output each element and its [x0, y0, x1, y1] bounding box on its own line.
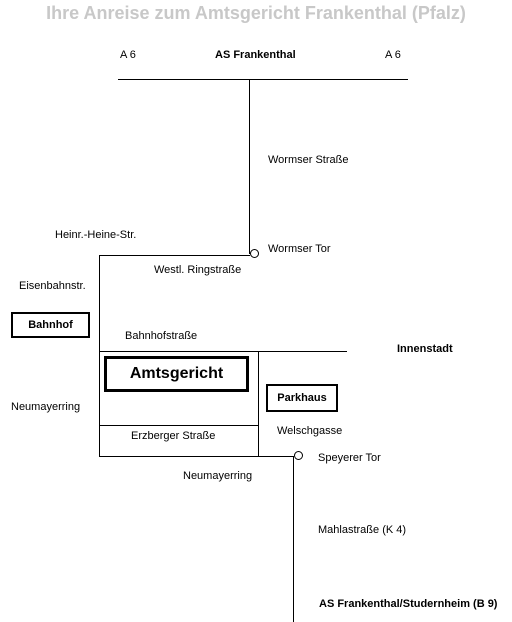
- label-innenstadt: Innenstadt: [397, 343, 453, 355]
- label-heinr-heine-str: Heinr.-Heine-Str.: [55, 229, 137, 241]
- label-welschgasse: Welschgasse: [277, 425, 343, 437]
- label-a6-right: A 6: [385, 49, 401, 61]
- label-a6-left: A 6: [120, 49, 136, 61]
- label-speyerer-tor: Speyerer Tor: [318, 452, 381, 464]
- label-wormser-strasse: Wormser Straße: [268, 154, 349, 166]
- label-mahlastrasse: Mahlastraße (K 4): [318, 524, 407, 536]
- label-wormser-tor: Wormser Tor: [268, 243, 331, 255]
- label-neumayerring-south: Neumayerring: [183, 470, 253, 482]
- wormser-tor-marker: [250, 249, 259, 258]
- parkhaus-box: Parkhaus: [266, 384, 338, 412]
- road-erzberger-top: [99, 425, 259, 426]
- road-wormser-strasse: [249, 79, 250, 254]
- label-neumayerring-west: Neumayerring: [11, 401, 81, 413]
- label-erzberger-strasse: Erzberger Straße: [131, 430, 216, 442]
- speyerer-tor-marker: [294, 451, 303, 460]
- road-a6: [118, 79, 408, 80]
- road-neumayerring-south: [99, 456, 294, 457]
- label-westl-ringstrasse: Westl. Ringstraße: [154, 264, 242, 276]
- road-welschgasse-vertical: [258, 351, 259, 457]
- amtsgericht-box: Amtsgericht: [104, 356, 249, 392]
- road-neumayerring-west: [99, 255, 100, 457]
- label-as-studernheim: AS Frankenthal/Studernheim (B 9): [319, 598, 498, 610]
- label-bahnhofstrasse: Bahnhofstraße: [125, 330, 198, 342]
- label-eisenbahnstr: Eisenbahnstr.: [19, 280, 86, 292]
- bahnhof-box: Bahnhof: [11, 312, 90, 338]
- road-bahnhofstrasse: [99, 351, 347, 352]
- road-westl-ringstrasse: [99, 255, 250, 256]
- map-title: Ihre Anreise zum Amtsgericht Frankenthal…: [46, 3, 466, 23]
- road-mahlastrasse: [293, 456, 294, 622]
- label-as-frankenthal: AS Frankenthal: [215, 49, 296, 61]
